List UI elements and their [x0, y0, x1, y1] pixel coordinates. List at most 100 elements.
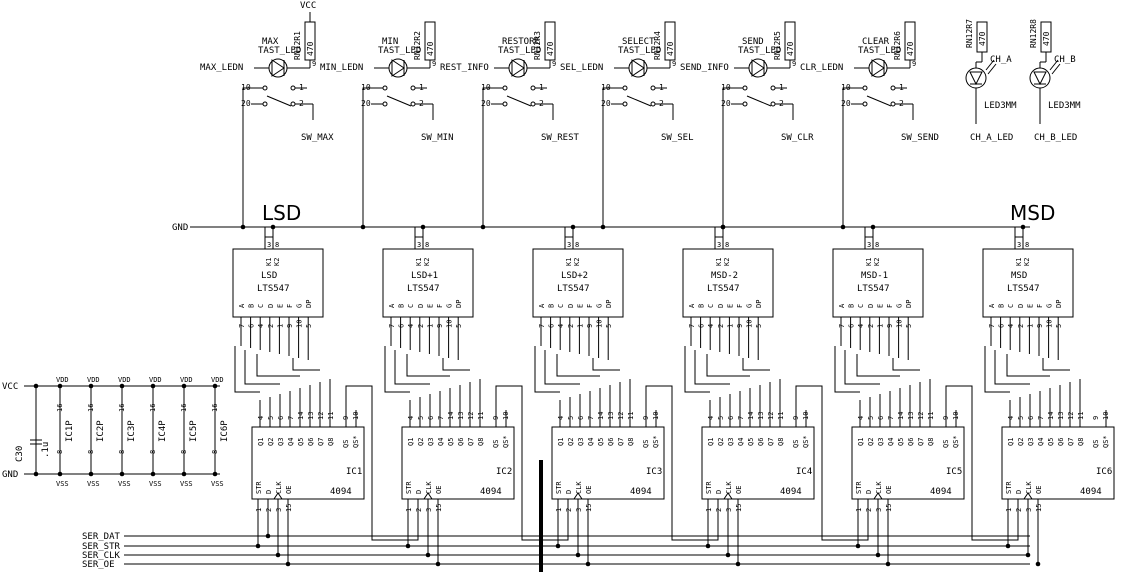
register-in-label: D — [415, 490, 423, 494]
vcc-top-label: VCC — [300, 1, 316, 11]
resistor-body — [784, 21, 796, 61]
switch-contact — [530, 85, 536, 91]
switch-lever — [266, 95, 292, 107]
segment-label: D — [417, 304, 425, 308]
register-q-pin: 11 — [777, 412, 785, 420]
segment-pin-num: 6 — [848, 324, 856, 328]
register-part: 4094 — [630, 487, 652, 497]
cross-wire — [406, 354, 450, 377]
register-q-pin: 14 — [1047, 412, 1055, 420]
register-part: 4094 — [480, 487, 502, 497]
segment-pin-num: 10 — [746, 320, 754, 328]
segment-pin-num: 4 — [707, 324, 715, 328]
led-name: CH_A — [990, 55, 1012, 65]
resistor-body — [1040, 21, 1052, 53]
register-body — [401, 426, 515, 500]
register-q-label: Q6 — [457, 438, 465, 446]
segment-pin-num: 2 — [267, 324, 275, 328]
register-in-pin: 1 — [705, 508, 713, 512]
segment-label: F — [586, 304, 594, 308]
display-body — [682, 248, 774, 318]
segment-pin-num: 10 — [1046, 320, 1054, 328]
segment-pin-num: 1 — [726, 324, 734, 328]
register-q-label: Q2 — [1017, 438, 1025, 446]
cross-wire — [394, 350, 430, 385]
segment-pin-num: 9 — [586, 324, 594, 328]
segment-label: G — [746, 304, 754, 308]
segment-label: D — [867, 304, 875, 308]
power-pin: 16 — [149, 404, 157, 412]
power-ic-name: IC5P — [189, 420, 199, 442]
segment-label: DP — [755, 300, 763, 308]
led-circle — [1029, 67, 1051, 89]
switch-common-wire — [242, 87, 251, 104]
display-pin-num: 8 — [425, 241, 429, 249]
junction-dot — [119, 471, 125, 477]
cross-wire — [256, 354, 300, 377]
switch-net-label: SW_REST — [541, 133, 580, 143]
cross-wire — [1042, 358, 1070, 371]
register-q-label: Q8 — [627, 438, 635, 446]
switch-contact — [862, 85, 868, 91]
cross-wire — [1006, 354, 1050, 377]
register-q-label: Q3 — [577, 438, 585, 446]
segment-pin-num: 7 — [388, 324, 396, 328]
vdd-label: VDD — [149, 376, 162, 384]
segment-pin-num: 5 — [1055, 324, 1063, 328]
vss-label: VSS — [211, 480, 224, 488]
segment-label: DP — [455, 300, 463, 308]
vdd-label: VDD — [118, 376, 131, 384]
switch-pin: 2 — [899, 99, 904, 108]
resistor-name: RN12R2 — [413, 31, 422, 60]
register-q-label: Q4 — [587, 438, 595, 446]
segment-pin-num: 1 — [576, 324, 584, 328]
segment-pin-num: 7 — [838, 324, 846, 328]
switch-lever — [866, 95, 892, 107]
display-pin-label: K1 — [715, 258, 723, 266]
segment-label: F — [436, 304, 444, 308]
register-qs-pin: 10 — [952, 412, 960, 420]
register-q-label: Q7 — [767, 438, 775, 446]
display-pin-label: K1 — [415, 258, 423, 266]
segment-pin-num: 4 — [1007, 324, 1015, 328]
switch-pin: 1 — [299, 83, 304, 92]
register-qs-pin: 9 — [342, 416, 350, 420]
register-in-pin: 1 — [1005, 508, 1013, 512]
register-q-label: Q5 — [747, 438, 755, 446]
cross-wire — [706, 354, 750, 377]
register-in-pin: 2 — [1015, 508, 1023, 512]
switch-common-wire — [482, 87, 491, 104]
register-in-label: CLK — [275, 481, 283, 494]
register-in-pin: 1 — [855, 508, 863, 512]
register-q-pin: 12 — [317, 412, 325, 420]
resistor-name: RN12R8 — [1029, 19, 1038, 48]
resistor-value: 470 — [426, 41, 435, 56]
register-in-label: OE — [1035, 486, 1043, 494]
register-q-pin: 6 — [277, 416, 285, 420]
segment-pin-num: 6 — [998, 324, 1006, 328]
register-q-label: Q5 — [297, 438, 305, 446]
register-in-pin: 3 — [725, 508, 733, 512]
resistor-body — [664, 21, 676, 61]
segment-pin-num: 2 — [867, 324, 875, 328]
register-in-pin: 15 — [1035, 504, 1043, 512]
cap-value: .1u — [41, 442, 51, 458]
display-pin-label: K2 — [573, 258, 581, 266]
switch-contact — [622, 85, 628, 91]
switch-net-label: SW_CLR — [781, 133, 814, 143]
display-pin-num: 8 — [275, 241, 279, 249]
register-qs-label: QS* — [502, 435, 510, 448]
power-pin: 8 — [87, 450, 95, 454]
cross-wire — [292, 358, 320, 371]
register-q-label: Q6 — [907, 438, 915, 446]
register-q-label: Q5 — [1047, 438, 1055, 446]
segment-pin-num: 9 — [736, 324, 744, 328]
register-in-label: CLK — [1025, 481, 1033, 494]
register-q-label: Q2 — [417, 438, 425, 446]
switch-lever — [506, 95, 532, 107]
bus-net-label: SER_DAT — [82, 532, 121, 542]
switch-contact — [890, 85, 896, 91]
register-q-label: Q3 — [1027, 438, 1035, 446]
register-q-label: Q4 — [437, 438, 445, 446]
cross-wire — [742, 358, 770, 371]
